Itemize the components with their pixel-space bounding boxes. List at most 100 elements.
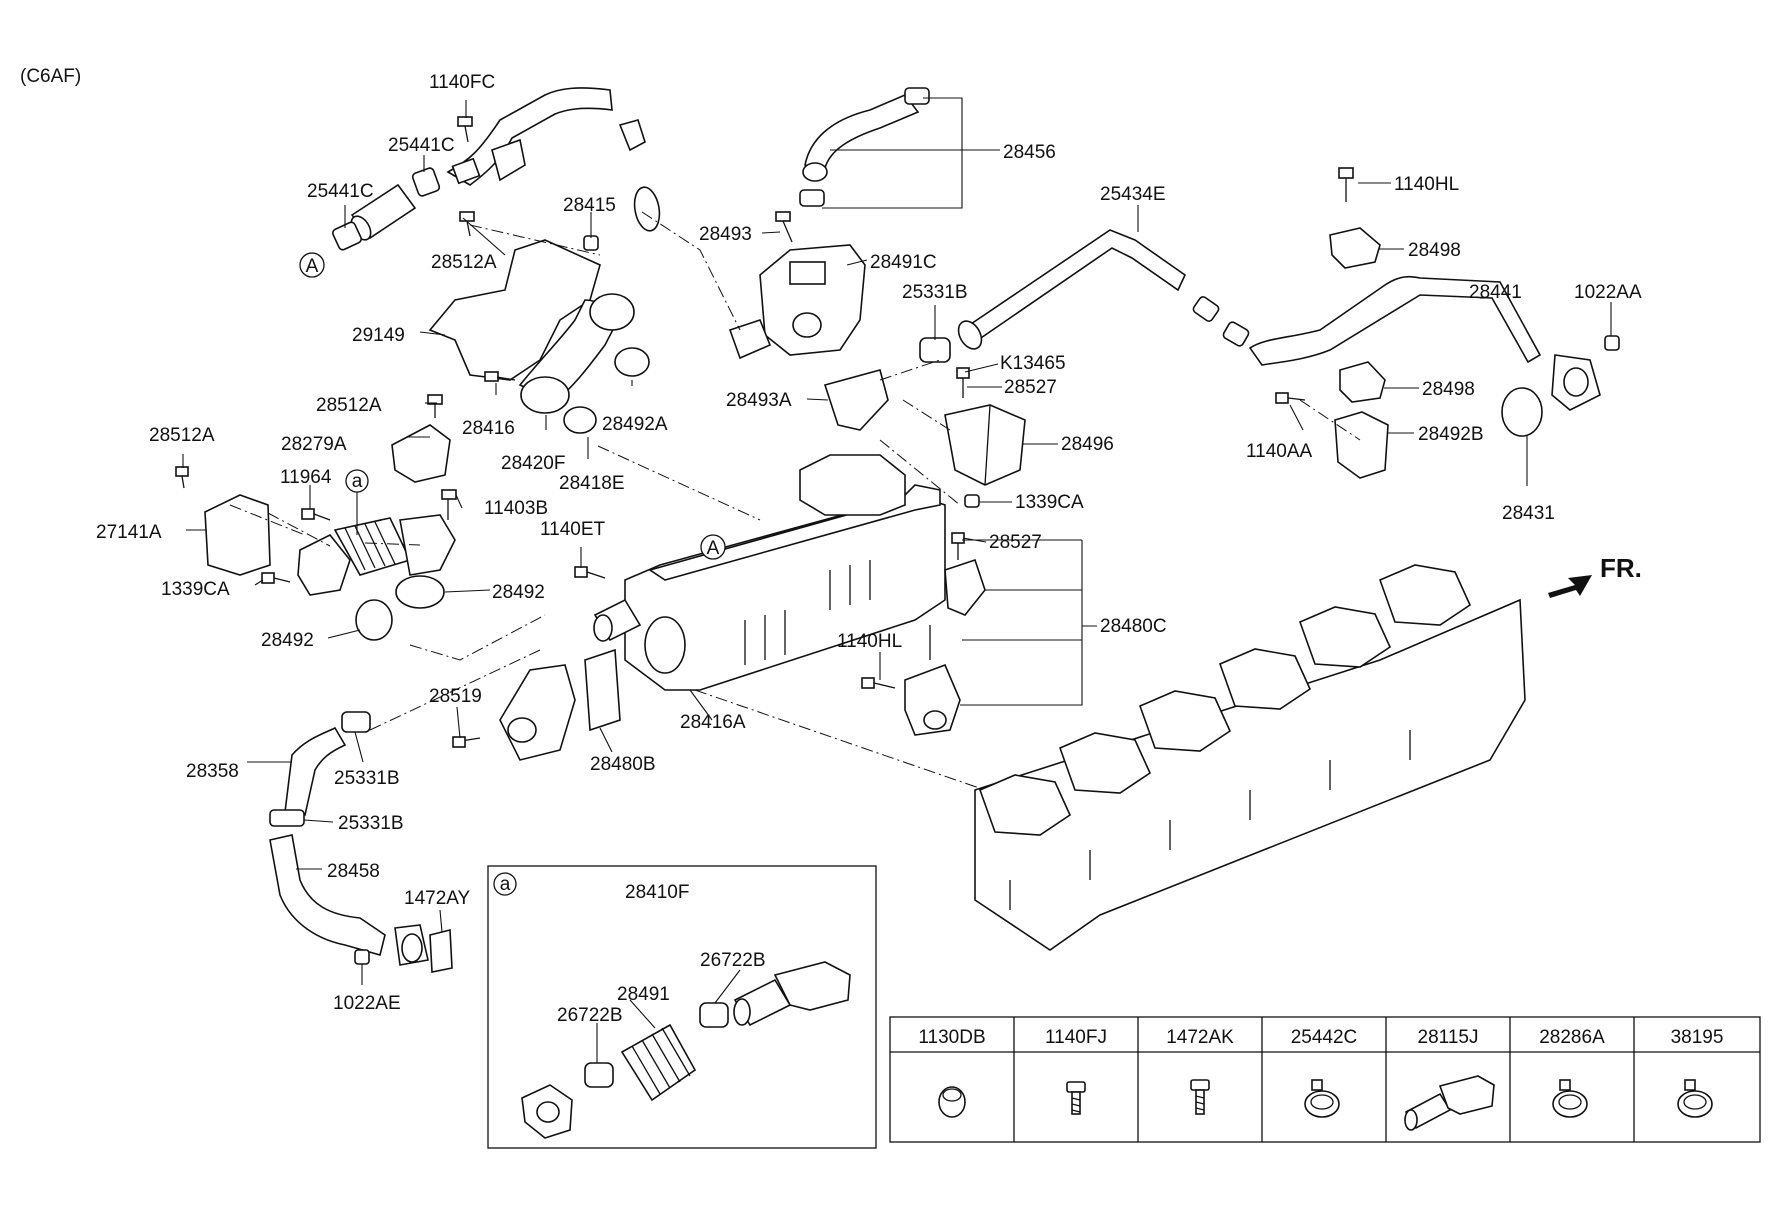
cam-cover-4 (1218, 648, 1312, 710)
bolt-11403b (441, 489, 457, 520)
nut-1339ca (964, 494, 980, 508)
svg-text:a: a (352, 471, 363, 492)
leader-lines (182, 97, 1612, 985)
callout-28527-lower: 28527 (989, 532, 1042, 553)
callout-28480c: 28480C (1100, 616, 1167, 637)
svg-text:A: A (306, 256, 319, 277)
flange-28420f (520, 376, 570, 414)
bracket-28498-upper (1329, 227, 1381, 269)
cam-cover-1 (978, 774, 1072, 836)
bolt-1140hl-lower (861, 677, 896, 689)
clamp-icon (1552, 1079, 1588, 1118)
callout-28456: 28456 (1003, 142, 1056, 163)
callout-k13465: K13465 (1000, 353, 1066, 374)
callout-28491c: 28491C (870, 252, 937, 273)
clamp-28456-top (904, 87, 930, 105)
callout-1022ae: 1022AE (333, 993, 401, 1014)
flange-28415 (589, 293, 635, 331)
callout-1140hl-top: 1140HL (1394, 174, 1459, 195)
egr-valve-28491c (759, 244, 866, 356)
detail-title: 28410F (625, 882, 689, 903)
hose-bracket (491, 138, 526, 182)
callout-25331b-lower: 25331B (338, 813, 404, 834)
hose-28456-end (802, 162, 828, 182)
callout-28512a-left: 28512A (149, 425, 215, 446)
detail-label-26722b-right: 26722B (700, 950, 766, 971)
detail-marker (493, 872, 517, 896)
callout-29149: 29149 (352, 325, 405, 346)
shield-28496 (944, 404, 1026, 486)
detail-marker-text: a (500, 874, 511, 895)
table-header-28115j: 28115J (1418, 1027, 1479, 1048)
valve-port (792, 312, 822, 338)
callout-1339ca-left: 1339CA (161, 579, 230, 600)
bracket-28519 (499, 664, 576, 761)
callout-28416: 28416 (462, 418, 515, 439)
ref-marker-a-cooler: A (700, 534, 726, 560)
connector-25331b (269, 809, 305, 827)
callout-28527-top: 28527 (1004, 377, 1057, 398)
callout-1140hl-lower: 1140HL (837, 631, 902, 652)
clamp-icon (1304, 1079, 1340, 1118)
head-ports (1009, 730, 1411, 910)
detail-bellows (620, 1023, 697, 1102)
bracket-28492b (1334, 411, 1389, 479)
clamp-25331b-top (919, 337, 951, 363)
gasket-28492-left (355, 599, 393, 641)
cooler-ribs (744, 560, 871, 665)
bolt-28416 (484, 371, 516, 382)
callout-28420f: 28420F (501, 453, 565, 474)
callout-27141a: 27141A (96, 522, 162, 543)
callout-28492-right: 28492 (492, 582, 545, 603)
nut-icon (938, 1086, 966, 1118)
cam-cover-6 (1378, 564, 1472, 626)
pipe-28441 (1248, 275, 1542, 366)
shield-27141a (204, 494, 271, 576)
variant-code: (C6AF) (20, 66, 81, 87)
assembly-centerlines (229, 211, 1361, 791)
detail-clamp-left (584, 1062, 614, 1088)
callout-25441c-lower: 25441C (307, 181, 374, 202)
cover-28279a (391, 424, 451, 483)
actuator-housing (399, 514, 456, 576)
callout-28441: 28441 (1469, 282, 1522, 303)
detail-clamp-right (699, 1002, 729, 1028)
callout-28416a: 28416A (680, 712, 746, 733)
callout-28480b: 28480B (590, 754, 656, 775)
cooler-inlet-end (593, 614, 613, 642)
gasket-1472ay (429, 928, 453, 973)
detail-label-26722b-left: 26722B (557, 1005, 623, 1026)
nut-1022aa (1604, 335, 1620, 351)
svg-text:A: A (707, 538, 720, 559)
clamp-icon (1677, 1079, 1713, 1118)
callout-11403b: 11403B (484, 498, 548, 519)
pipe-25434e (963, 229, 1187, 344)
parts-table: 1130DB 1140FJ 1472AK 25442C 28115J 28286… (889, 1016, 1761, 1143)
callout-28279a: 28279A (281, 434, 347, 455)
detail-fitting (773, 961, 851, 1011)
cam-cover-2 (1058, 732, 1152, 794)
callout-28493a: 28493A (726, 390, 792, 411)
detail-box-frame (487, 865, 877, 1149)
shield-28496-detail (984, 404, 991, 486)
valve-actuator-cap (789, 261, 826, 285)
detail-flange-bore (536, 1101, 560, 1123)
table-header-25442c: 25442C (1291, 1027, 1358, 1048)
bolt-1140fc (457, 116, 473, 143)
bolt-28527-lower (951, 532, 965, 560)
pipe-28458 (269, 834, 386, 956)
pipe-28441-bore (1563, 367, 1589, 397)
callout-28498-lower: 28498 (1422, 379, 1475, 400)
bracket-28519-hole (507, 717, 537, 743)
callout-25434e: 25434E (1100, 184, 1166, 205)
gasket-28418e (563, 406, 597, 434)
callout-1022aa: 1022AA (1574, 282, 1642, 303)
hose-28358 (284, 726, 347, 816)
callout-28492-left: 28492 (261, 630, 314, 651)
callout-25441c-upper: 25441C (388, 135, 455, 156)
nut-1022ae (354, 949, 370, 965)
callout-28418e: 28418E (559, 473, 625, 494)
gasket-28431 (1501, 387, 1543, 437)
bracket-28498-lower (1339, 361, 1386, 403)
